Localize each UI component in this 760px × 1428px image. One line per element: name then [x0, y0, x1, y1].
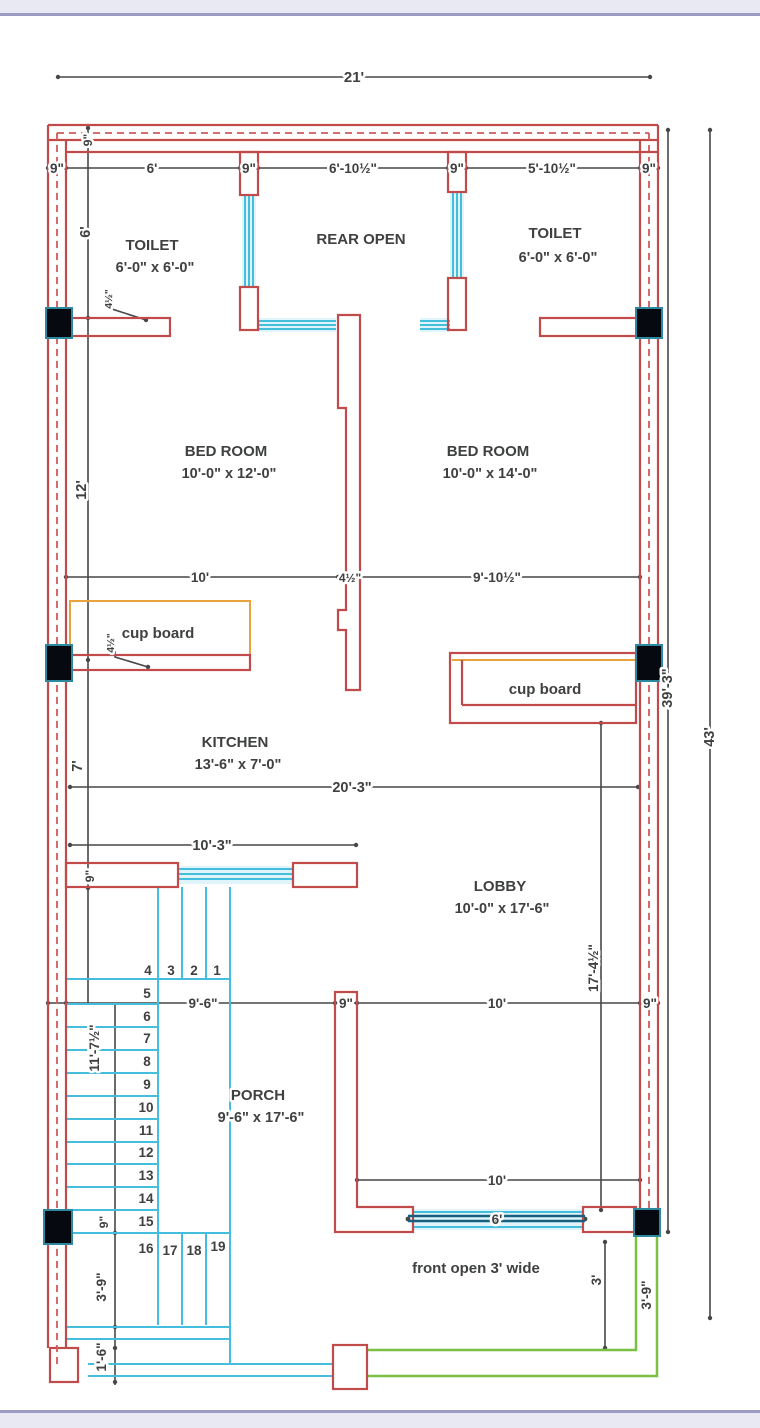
dim-left-w45b: 4½"	[105, 633, 117, 653]
dim-top-0: 9"	[50, 161, 64, 176]
label-cupboard-left: cup board	[122, 625, 195, 642]
dim-porch-1: 9"	[339, 996, 353, 1011]
stair-step-10: 10	[138, 1100, 153, 1115]
dim-mid-1: 4½"	[339, 571, 361, 585]
dim-top-6: 9"	[642, 161, 656, 176]
column-mid-left	[45, 644, 73, 682]
dim-left-stair117: 11'-7½"	[87, 1024, 102, 1071]
stair-step-6: 6	[143, 1009, 151, 1024]
stair-step-8: 8	[143, 1054, 151, 1069]
stair-step-5: 5	[143, 986, 151, 1001]
stair-step-12: 12	[138, 1145, 153, 1160]
column-top-right	[635, 307, 663, 339]
stair-step-13: 13	[138, 1168, 154, 1183]
inner-walls	[64, 150, 658, 1391]
labels: 21' 9" 6' 9" 6'-10½" 9" 5'-10½" 9" TOILE…	[48, 67, 721, 1375]
room-bedroom-left-size: 10'-0" x 12'-0"	[182, 466, 277, 482]
dim-right-total: 43'	[702, 727, 718, 747]
dim-porch-2: 10'	[488, 996, 506, 1011]
dim-right-inner: 39'-3"	[660, 668, 676, 707]
dim-left-wall9b: 9"	[83, 870, 97, 882]
room-toilet-right-size: 6'-0" x 6'-0"	[519, 250, 598, 266]
room-porch-size: 9'-6" x 17'-6"	[218, 1110, 305, 1126]
stair-step-15: 15	[138, 1214, 154, 1229]
room-bedroom-right-name: BED ROOM	[447, 443, 530, 460]
dimension-lines	[48, 76, 711, 1385]
stair-step-1: 1	[213, 963, 221, 978]
dim-left-bed12: 12'	[74, 480, 90, 500]
walkway-green	[367, 1236, 659, 1378]
dim-left-v39: 3'-9"	[94, 1272, 109, 1301]
dim-left-kitchen7: 7'	[70, 760, 86, 772]
room-rear-open-name: REAR OPEN	[316, 231, 405, 248]
dim-front-v39: 3'-9"	[639, 1280, 654, 1309]
dim-overall-width: 21'	[344, 69, 364, 86]
room-kitchen-size: 13'-6" x 7'-0"	[195, 757, 282, 773]
door-line-blue	[408, 1214, 585, 1223]
dim-left-wall9: 9"	[81, 134, 95, 146]
dim-kitchen-inner: 10'-3"	[192, 838, 231, 854]
room-porch-name: PORCH	[231, 1087, 285, 1104]
room-toilet-left-size: 6'-0" x 6'-0"	[116, 260, 195, 276]
stair-step-11: 11	[139, 1123, 154, 1138]
bottom-window-bar	[0, 1410, 760, 1428]
column-top-left	[45, 307, 73, 339]
room-toilet-right-name: TOILET	[528, 225, 581, 242]
room-kitchen-name: KITCHEN	[202, 734, 269, 751]
dim-top-4: 9"	[450, 161, 464, 176]
dim-mid-0: 10'	[191, 570, 209, 585]
columns	[43, 307, 663, 1245]
stair-step-14: 14	[138, 1191, 154, 1206]
stair-step-16: 16	[138, 1241, 154, 1256]
stair-step-17: 17	[162, 1243, 177, 1258]
column-bottom-left	[43, 1209, 73, 1245]
room-lobby-name: LOBBY	[474, 878, 527, 895]
dim-lobby-width: 10'	[488, 1173, 506, 1188]
top-window-bar	[0, 0, 760, 16]
dim-top-3: 6'-10½"	[329, 161, 377, 176]
dim-door-width: 6'	[492, 1212, 503, 1227]
room-lobby-size: 10'-0" x 17'-6"	[455, 901, 550, 917]
window-lines	[178, 192, 583, 1228]
dim-front-v3: 3'	[589, 1275, 604, 1286]
stair-step-4: 4	[144, 963, 152, 978]
dim-porch-0: 9'-6"	[188, 996, 217, 1011]
dim-lobby-height: 17'-4½"	[586, 944, 601, 992]
dim-top-2: 9"	[242, 161, 256, 176]
dim-left-toilet6: 6'	[78, 226, 94, 238]
stair-step-2: 2	[190, 963, 198, 978]
stair-step-7: 7	[143, 1031, 151, 1046]
dim-porch-3: 9"	[643, 996, 657, 1011]
room-bedroom-left-name: BED ROOM	[185, 443, 268, 460]
label-cupboard-right: cup board	[509, 681, 582, 698]
stair-step-3: 3	[167, 963, 175, 978]
dim-kitchen-width: 20'-3"	[332, 780, 371, 796]
column-mid-right	[635, 644, 663, 682]
room-bedroom-right-size: 10'-0" x 14'-0"	[443, 466, 538, 482]
dim-left-pier9: 9"	[97, 1216, 111, 1228]
stairs-lines	[66, 887, 333, 1377]
window-fills	[178, 192, 583, 1230]
column-bottom-right	[633, 1208, 661, 1237]
dim-mid-2: 9'-10½"	[473, 570, 521, 585]
dim-left-v16: 1'-6"	[94, 1342, 109, 1371]
dim-top-5: 5'-10½"	[528, 161, 576, 176]
dim-left-w45a: 4½"	[103, 289, 115, 309]
room-toilet-left-name: TOILET	[125, 237, 178, 254]
note-front-open: front open 3' wide	[412, 1260, 540, 1277]
stair-step-19: 19	[210, 1239, 225, 1254]
stair-step-9: 9	[143, 1077, 151, 1092]
dim-top-1: 6'	[147, 161, 158, 176]
stair-step-18: 18	[186, 1243, 202, 1258]
